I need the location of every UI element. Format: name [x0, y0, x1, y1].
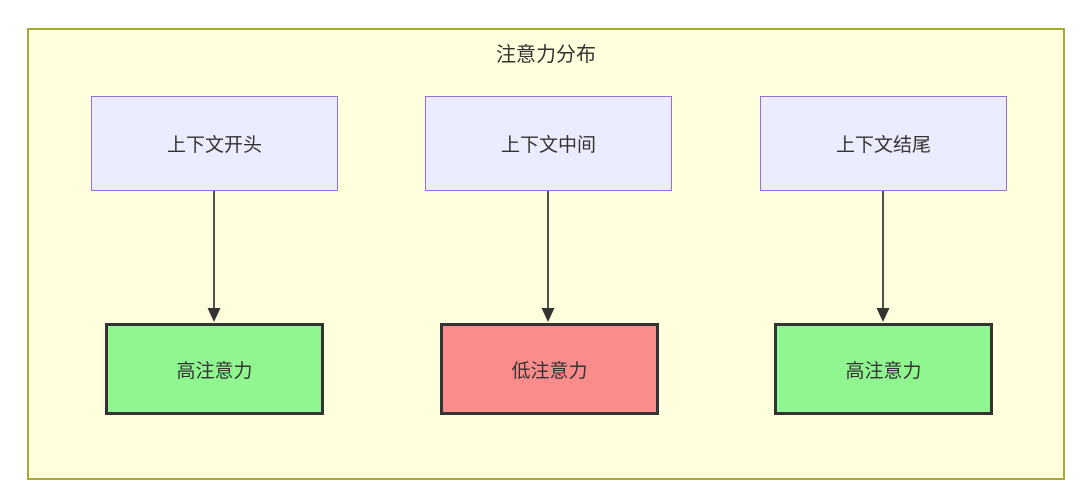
arrow-down-icon	[207, 191, 221, 322]
attention-distribution-container: 注意力分布 上下文开头 高注意力 上下文中间 低注意力 上下文结尾 高注意力	[27, 28, 1065, 480]
node-high-attention-2: 高注意力	[774, 323, 993, 415]
node-context-middle: 上下文中间	[425, 96, 672, 191]
arrow-down-icon	[876, 191, 890, 322]
arrow-down-icon	[541, 191, 555, 322]
node-context-end: 上下文结尾	[760, 96, 1007, 191]
node-high-attention-1: 高注意力	[105, 323, 324, 415]
node-low-attention: 低注意力	[440, 323, 659, 415]
node-context-beginning: 上下文开头	[91, 96, 338, 191]
diagram-title: 注意力分布	[496, 44, 596, 66]
